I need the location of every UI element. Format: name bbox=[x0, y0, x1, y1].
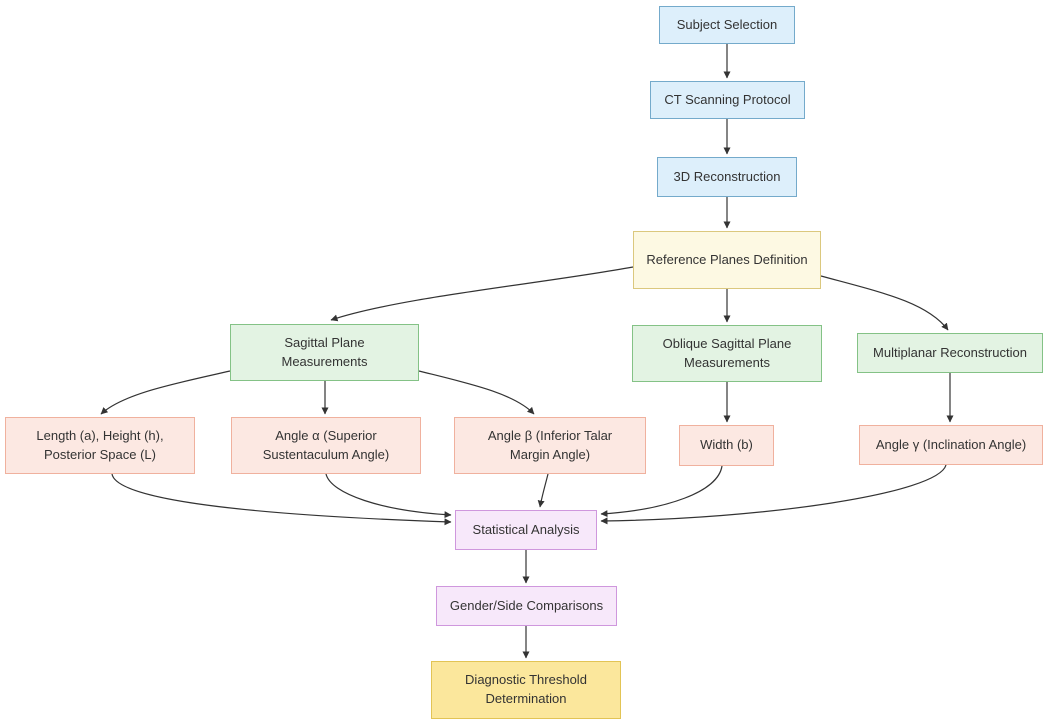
edge-reference-to-multiplanar bbox=[820, 275, 949, 331]
node-oblique-sagittal-plane-measurements: Oblique Sagittal Plane Measurements bbox=[632, 325, 822, 382]
node-width-b-label: Width (b) bbox=[700, 437, 753, 453]
node-statistical-analysis: Statistical Analysis bbox=[455, 510, 597, 550]
node-angle-alpha-label: Angle α (Superior Sustentaculum Angle) bbox=[262, 427, 390, 462]
node-angle-alpha: Angle α (Superior Sustentaculum Angle) bbox=[231, 417, 421, 474]
edge-beta-to-statistical bbox=[537, 473, 549, 508]
node-subject-selection-label: Subject Selection bbox=[676, 16, 778, 32]
node-reference-planes-definition: Reference Planes Definition bbox=[633, 231, 821, 289]
edge-alpha-to-statistical bbox=[325, 473, 452, 519]
node-multiplanar-reconstruction-label: Multiplanar Reconstruction bbox=[873, 344, 1027, 360]
edge-reference-to-sagittal bbox=[330, 266, 634, 322]
edge-gamma-to-statistical bbox=[600, 464, 947, 525]
node-ct-scanning-protocol: CT Scanning Protocol bbox=[650, 81, 805, 119]
node-subject-selection: Subject Selection bbox=[659, 6, 795, 44]
node-length-height-posterior-space-label: Length (a), Height (h), Posterior Space … bbox=[36, 427, 164, 462]
node-sagittal-plane-measurements-label: Sagittal Plane Measurements bbox=[281, 334, 368, 369]
edge-sagittal-to-beta bbox=[418, 370, 535, 415]
node-reference-planes-definition-label: Reference Planes Definition bbox=[646, 251, 808, 267]
edge-length-to-statistical bbox=[111, 473, 452, 526]
node-angle-gamma: Angle γ (Inclination Angle) bbox=[859, 425, 1043, 465]
node-3d-reconstruction: 3D Reconstruction bbox=[657, 157, 797, 197]
node-gender-side-comparisons-label: Gender/Side Comparisons bbox=[449, 597, 604, 613]
node-sagittal-plane-measurements: Sagittal Plane Measurements bbox=[230, 324, 419, 381]
node-width-b: Width (b) bbox=[679, 425, 774, 466]
node-statistical-analysis-label: Statistical Analysis bbox=[472, 521, 580, 537]
node-3d-reconstruction-label: 3D Reconstruction bbox=[673, 168, 781, 184]
node-length-height-posterior-space: Length (a), Height (h), Posterior Space … bbox=[5, 417, 195, 474]
node-angle-beta: Angle β (Inferior Talar Margin Angle) bbox=[454, 417, 646, 474]
node-diagnostic-threshold-determination-label: Diagnostic Threshold Determination bbox=[465, 672, 587, 706]
node-ct-scanning-protocol-label: CT Scanning Protocol bbox=[664, 91, 791, 107]
node-diagnostic-threshold-determination: Diagnostic Threshold Determination bbox=[431, 661, 621, 719]
node-multiplanar-reconstruction: Multiplanar Reconstruction bbox=[857, 333, 1043, 373]
node-angle-beta-label: Angle β (Inferior Talar Margin Angle) bbox=[487, 427, 613, 462]
node-oblique-sagittal-plane-measurements-label: Oblique Sagittal Plane Measurements bbox=[662, 335, 792, 370]
edge-sagittal-to-length bbox=[100, 370, 231, 415]
node-angle-gamma-label: Angle γ (Inclination Angle) bbox=[875, 436, 1027, 452]
node-gender-side-comparisons: Gender/Side Comparisons bbox=[436, 586, 617, 626]
